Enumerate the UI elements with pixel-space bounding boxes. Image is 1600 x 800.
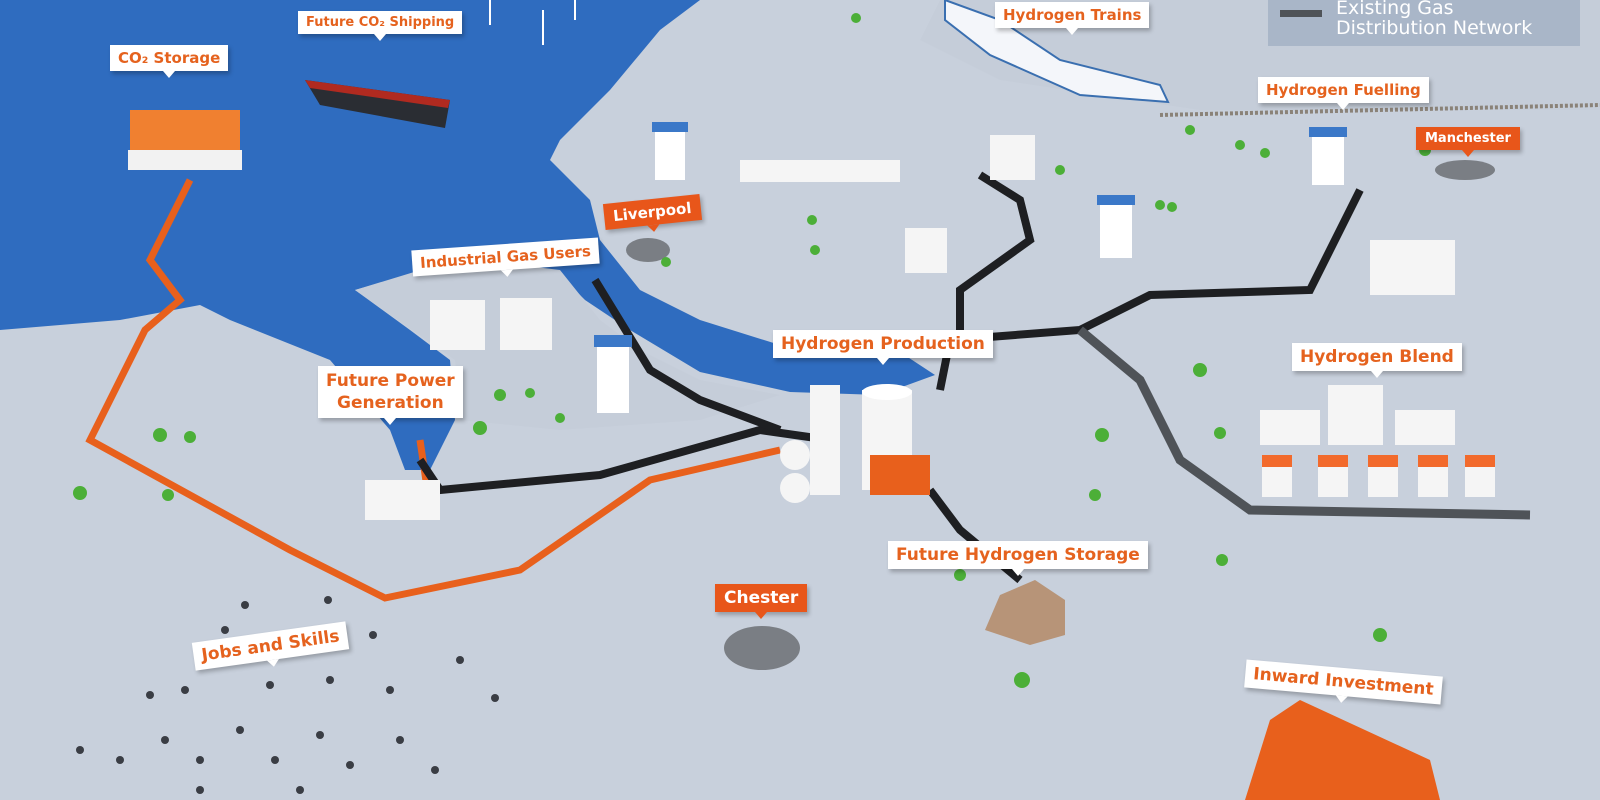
fuel-stations bbox=[594, 122, 1347, 413]
legend-label-line1: Existing Gas bbox=[1336, 0, 1454, 19]
label-hydrogen-blend: Hydrogen Blend bbox=[1292, 343, 1462, 378]
ship-deck bbox=[305, 80, 450, 108]
railway bbox=[1159, 103, 1600, 117]
label-co2-shipping: Future CO₂ Shipping bbox=[298, 11, 463, 41]
hydrogen-pipeline-ne bbox=[956, 171, 1035, 330]
legend: Existing Gas Distribution Network bbox=[1268, 0, 1580, 46]
gas-network-pipeline bbox=[1077, 326, 1531, 520]
houses bbox=[1262, 455, 1495, 467]
label-hydrogen-production: Hydrogen Production bbox=[773, 330, 993, 365]
hydrogen-storage-rock bbox=[985, 580, 1065, 645]
gas-network-legend-swatch bbox=[1280, 10, 1322, 17]
houses-base bbox=[1262, 467, 1495, 497]
co2-pipeline bbox=[85, 178, 781, 602]
inward-investment-factory bbox=[1245, 700, 1440, 800]
legend-label-line2: Distribution Network bbox=[1336, 17, 1533, 39]
wind-turbines bbox=[489, 0, 576, 45]
hydrogen-production-plant bbox=[780, 384, 930, 503]
liverpool-marker bbox=[626, 238, 670, 262]
trees bbox=[73, 13, 1431, 688]
label-co2-storage: CO₂ Storage bbox=[110, 45, 229, 78]
label-hydrogen-storage: Future Hydrogen Storage bbox=[888, 541, 1148, 576]
chester-marker bbox=[724, 626, 800, 670]
platform-deck bbox=[128, 150, 242, 170]
hydrogen-pipeline-north bbox=[591, 277, 782, 434]
label-hydrogen-fuelling: Hydrogen Fuelling bbox=[1258, 77, 1429, 110]
crowd-of-people bbox=[76, 596, 499, 794]
label-power-generation: Future Power Generation bbox=[318, 366, 463, 425]
label-power-generation-line1: Future Power bbox=[326, 371, 455, 391]
buildings bbox=[365, 135, 1455, 520]
label-hydrogen-trains: Hydrogen Trains bbox=[995, 2, 1150, 35]
manchester-marker bbox=[1435, 160, 1495, 180]
label-power-generation-line2: Generation bbox=[336, 393, 444, 413]
city-manchester: Manchester bbox=[1416, 127, 1520, 157]
legend-label: Existing Gas Distribution Network bbox=[1336, 0, 1532, 38]
city-chester: Chester bbox=[715, 584, 808, 619]
